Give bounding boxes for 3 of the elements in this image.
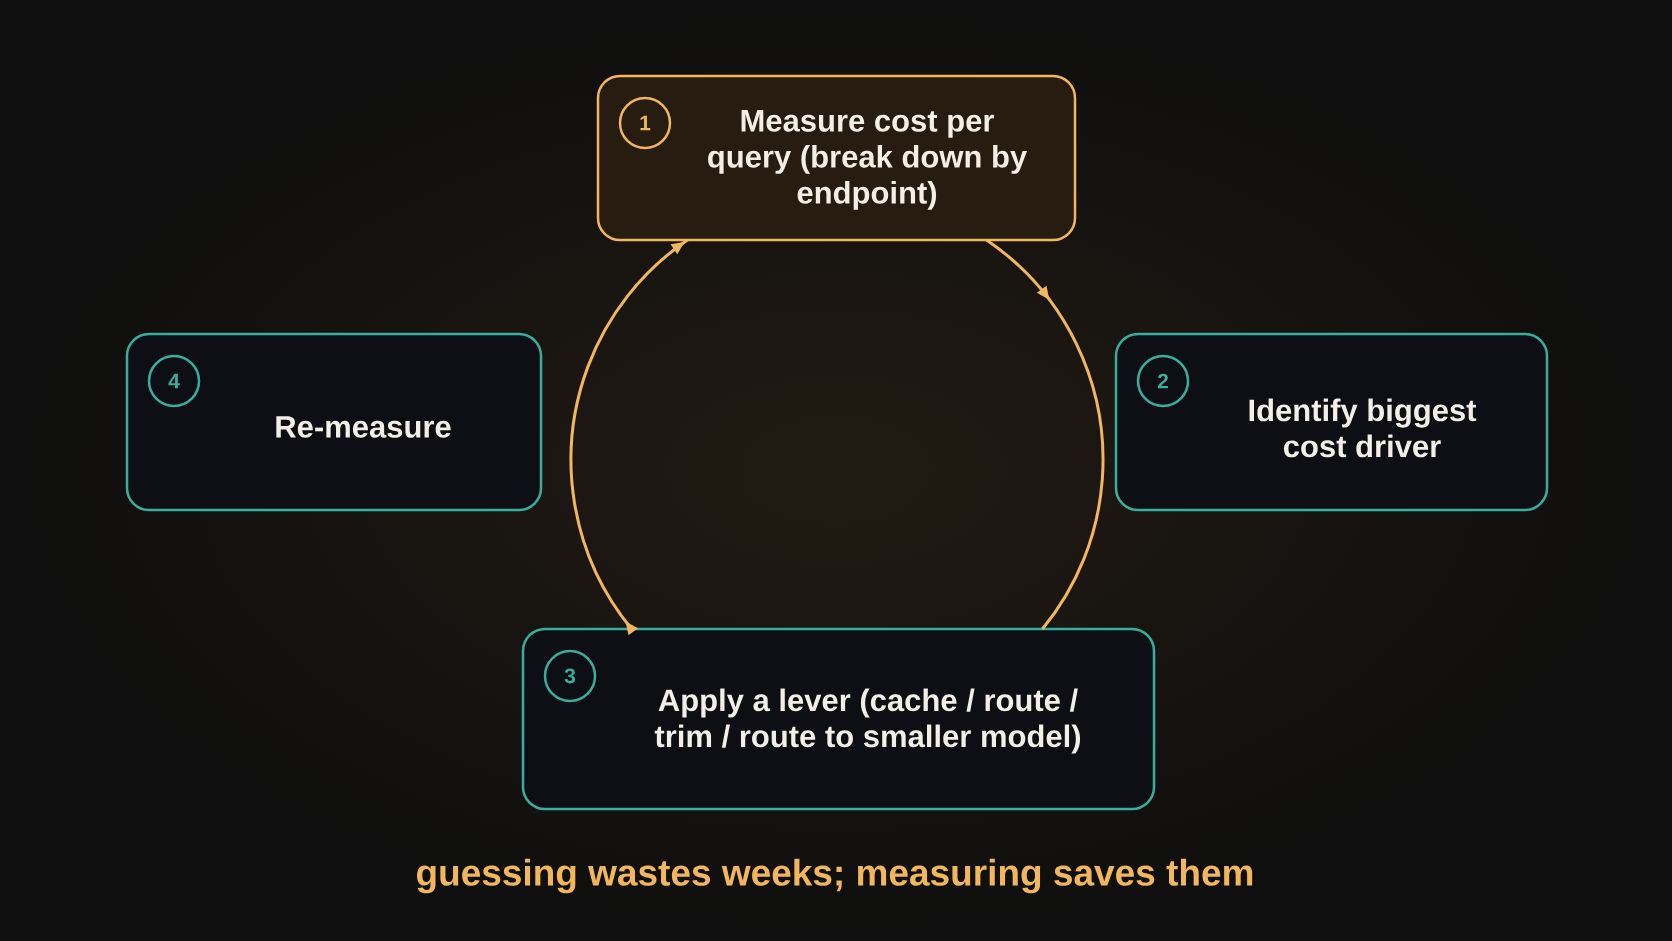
curved-arrow [985, 238, 1105, 630]
caption: guessing wastes weeks; measuring saves them [417, 858, 1253, 894]
curved-arrow [569, 238, 689, 636]
